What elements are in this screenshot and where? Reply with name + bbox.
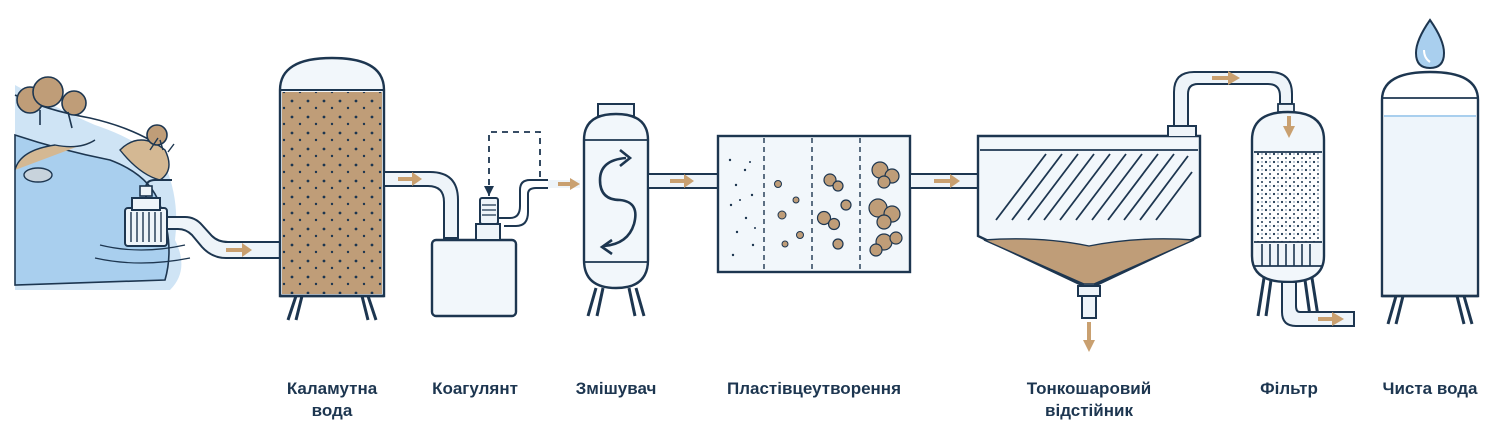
filter-vessel-icon [1250,110,1355,327]
stage-label-line2: вода [311,401,353,420]
stage-label-line1: Змішувач [575,379,657,398]
stage-label-line1: Фільтр [1260,379,1318,398]
pipe-settler-to-filter [1173,71,1295,127]
river-icon [14,76,191,290]
stage-label-turbid-water: Каламутна вода [262,378,402,422]
mixer-vessel-icon [582,103,650,317]
pipe-mixer-to-flocculation [647,173,719,189]
coagulant-dosing-unit-icon [430,131,580,318]
water-drop-icon [1414,18,1446,70]
lamella-settler-icon [976,125,1202,352]
stage-label-mixer: Змішувач [556,378,676,400]
pipe-tank-to-dosing [383,171,459,239]
clean-water-tank-icon [1380,70,1480,325]
stage-label-line1: Коагулянт [432,379,518,398]
stage-label-coagulant: Коагулянт [410,378,540,400]
stage-label-flocculation: Пластівцеутворення [700,378,928,400]
stage-label-line2: відстійник [1045,401,1133,420]
stage-label-line1: Пластівцеутворення [726,379,901,398]
stage-label-lamella-settler: Тонкошаровий відстійник [1004,378,1174,422]
pipe-flocculation-to-settler [909,173,979,189]
stage-label-line1: Чиста вода [1382,379,1478,398]
flocculation-chamber-icon [716,134,912,274]
stage-label-clean-water: Чиста вода [1368,378,1492,400]
pipe-intake-to-tank [166,216,281,259]
stage-label-line1: Каламутна [286,379,378,398]
stage-label-filter: Фільтр [1236,378,1342,400]
stage-label-line1: Тонкошаровий [1026,379,1152,398]
turbid-water-tank-icon [278,56,386,321]
